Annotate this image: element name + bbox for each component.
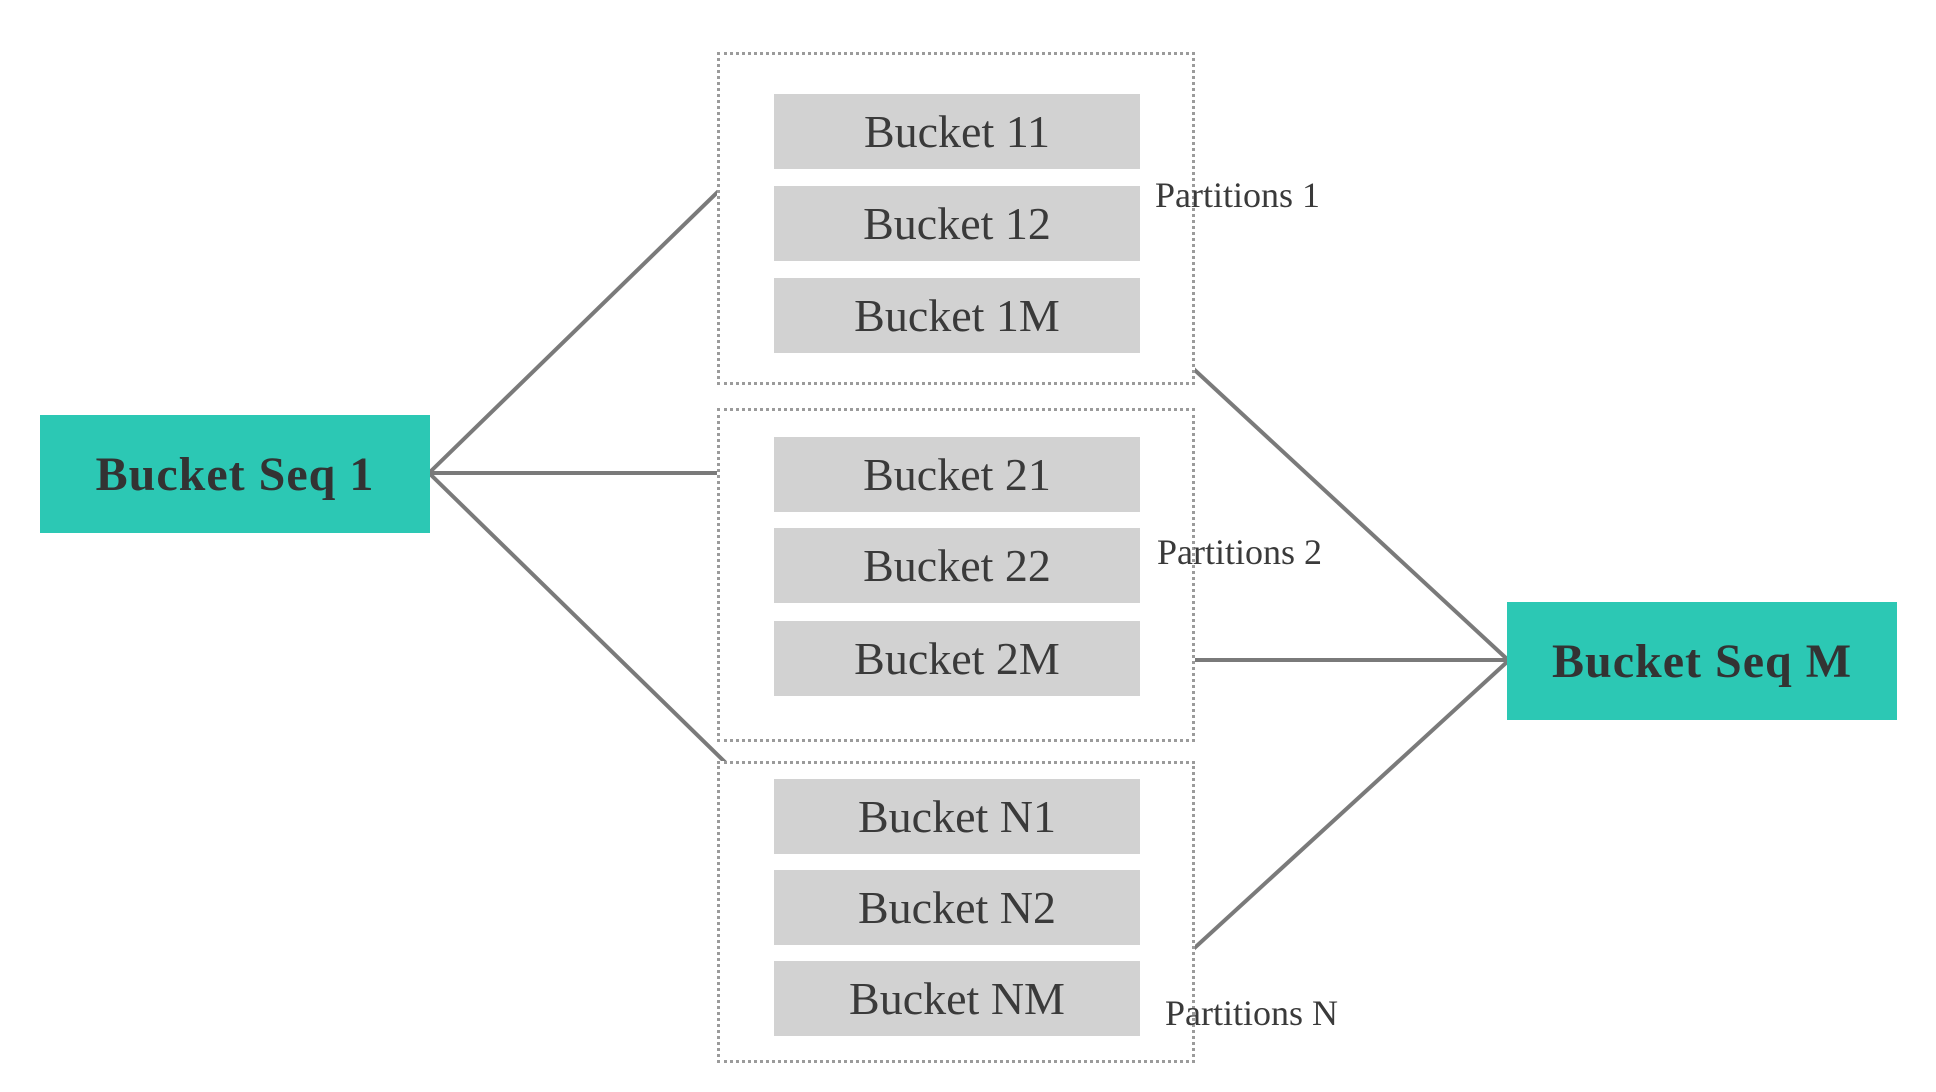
bucket-2m: Bucket 2M [774,621,1140,696]
arrow-seq1-to-bucket11 [428,139,772,474]
partition-2-group: Bucket 21 Bucket 22 Bucket 2M [717,408,1195,742]
bucket-1m: Bucket 1M [774,278,1140,353]
partition-n-group: Bucket N1 Bucket N2 Bucket NM [717,761,1195,1063]
partition-1-label: Partitions 1 [1155,175,1321,215]
partition-2-label: Partitions 2 [1157,532,1323,572]
bucket-nm: Bucket NM [774,961,1140,1036]
bucket-n2: Bucket N2 [774,870,1140,945]
arrow-seqM-to-bucketNM [1140,660,1509,998]
arrow-seqM-to-bucket1M [1143,322,1509,661]
bucket-21: Bucket 21 [774,437,1140,512]
bucket-22: Bucket 22 [774,528,1140,603]
bucket-seq-m-node: Bucket Seq M [1507,602,1897,720]
bucket-12: Bucket 12 [774,186,1140,261]
bucket-n1: Bucket N1 [774,779,1140,854]
arrow-seq1-to-bucketN1 [428,472,776,812]
partition-1-group: Bucket 11 Bucket 12 Bucket 1M [717,52,1195,385]
bucket-seq-1-node: Bucket Seq 1 [40,415,430,533]
partition-n-label: Partitions N [1165,993,1339,1033]
bucket-11: Bucket 11 [774,94,1140,169]
